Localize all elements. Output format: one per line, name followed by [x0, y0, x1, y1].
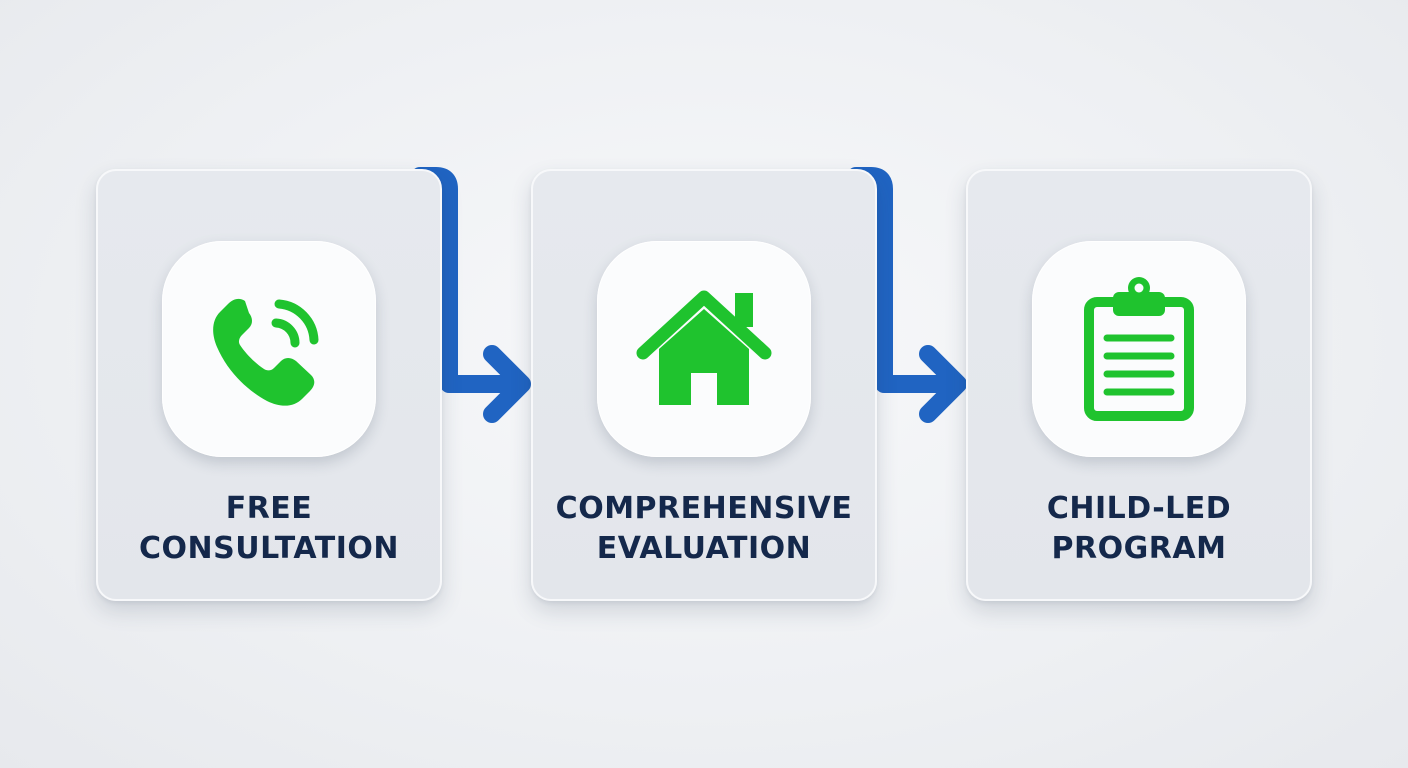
step-card-free-consultation: FREE CONSULTATION [96, 169, 442, 601]
phone-icon [213, 298, 319, 406]
step-label-line-1: FREE [225, 491, 313, 526]
step-label-line-2: CONSULTATION [138, 531, 399, 566]
icon-tile [162, 241, 376, 457]
step-label-line-2: PROGRAM [1051, 531, 1227, 566]
step-label-line-1: COMPREHENSIVE [555, 491, 853, 526]
step-label-line-1: CHILD-LED [1046, 491, 1232, 526]
arrowhead-1 [483, 345, 531, 423]
step-card-child-led-program: CHILD-LED PROGRAM [966, 169, 1312, 601]
step-label: CHILD-LED PROGRAM [968, 489, 1310, 569]
step-card-comprehensive-evaluation: COMPREHENSIVE EVALUATION [531, 169, 877, 601]
arrowhead-2 [919, 345, 967, 423]
icon-tile [597, 241, 811, 457]
clipboard-icon [1084, 277, 1194, 421]
icon-tile [1032, 241, 1246, 457]
step-label: FREE CONSULTATION [98, 489, 440, 569]
house-icon [636, 290, 772, 405]
step-label-line-2: EVALUATION [596, 531, 812, 566]
step-label: COMPREHENSIVE EVALUATION [533, 489, 875, 569]
